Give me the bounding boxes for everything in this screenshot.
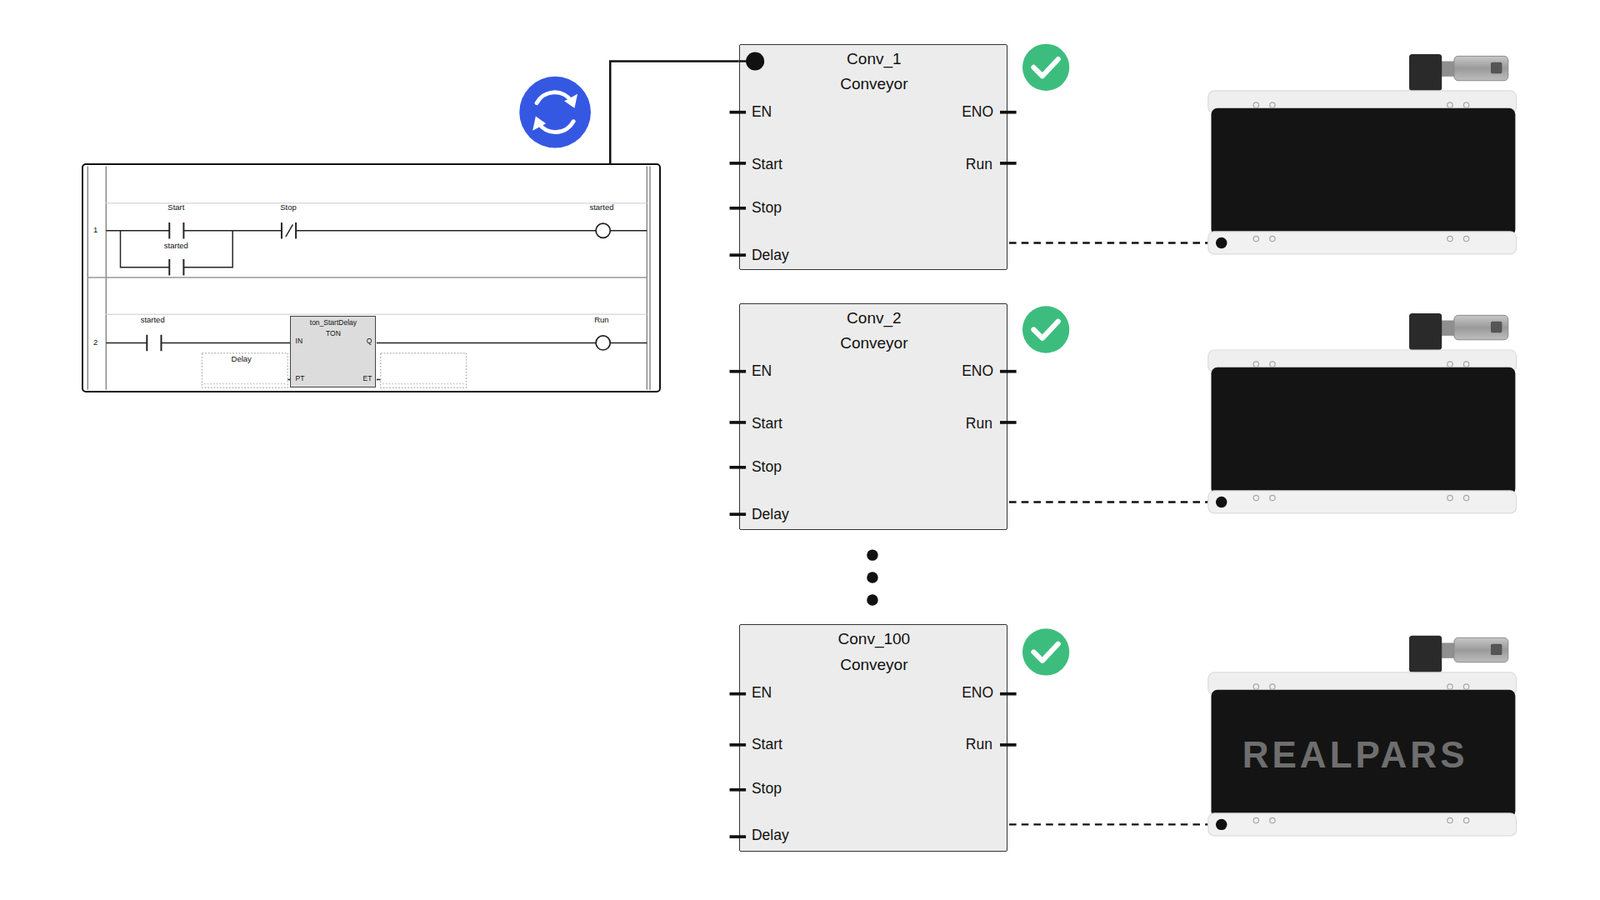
conveyor-illustration [1009,313,1517,514]
block-label: ENO [961,362,994,380]
ladder-label: Stop [280,203,297,213]
block-label: Start [751,735,783,753]
ladder-label: started [589,203,614,213]
block-label: Start [751,155,783,173]
block-label: Conv_2 [846,309,902,328]
block-label: Conv_1 [846,50,902,69]
ellipsis-dots [866,549,878,605]
block-label: ENO [961,103,994,120]
timer-label: ton_StartDelay [310,319,357,328]
check-icon [1022,44,1070,91]
ladder-diagram: 1 Start Stop started started 2 startedDelay Run… [81,163,662,394]
block-label: ENO [961,684,994,701]
connector-end [739,60,756,62]
block-label: Run [965,415,993,432]
function-block: Conv_2ConveyorEN ENO Start RunStopDelay [739,303,1008,530]
block-label: Run [965,155,993,173]
function-block: Conv_1ConveyorEN ENO Start RunStopDelay [739,44,1008,271]
block-label: Delay [751,505,790,523]
block-label: Delay [751,246,790,264]
ladder-label: started [164,240,189,250]
timer-block: ton_StartDelayTON IN Q PT ET [290,315,376,388]
ladder-label: started [140,315,165,325]
check-icon [1022,628,1070,675]
pin-stub [730,371,1017,515]
check-icon [1022,305,1070,353]
ladder-wiring [87,166,650,390]
timer-label: IN [295,337,304,346]
function-block: Conv_100ConveyorEN ENO Start RunStopDelay [739,624,1008,852]
timer-label: Q [366,337,373,346]
block-label: Stop [751,458,782,475]
block-label: Run [965,735,993,753]
block-label: Start [751,415,783,432]
block-label: EN [751,684,772,701]
block-label: EN [751,103,772,120]
ladder-label: 1 [93,225,98,235]
block-label: Conveyor [840,655,908,675]
timer-label: TON [325,330,341,339]
conveyor-illustration [1009,635,1517,836]
timer-label: PT [295,375,305,384]
conveyor-illustration [1009,54,1517,255]
block-label: Stop [751,780,782,797]
block-label: Delay [751,826,790,844]
block-label: Stop [751,199,782,216]
block-label: EN [751,362,772,380]
block-label: Conv_100 [838,630,911,649]
watermark: REALPARS [1242,736,1469,774]
ladder-label: Start [167,203,185,213]
timer-label: ET [363,375,373,384]
connector-wire [610,60,739,163]
connector-dot [745,51,765,70]
block-label: Conveyor [840,334,908,353]
pin-stub [730,694,1017,837]
block-label: Conveyor [840,75,908,94]
sync-icon [519,76,591,149]
ladder-label: 2 [93,337,98,347]
ladder-label: Delay [231,354,252,364]
pin-stub [730,112,1017,255]
ladder-label: Run [594,315,609,325]
